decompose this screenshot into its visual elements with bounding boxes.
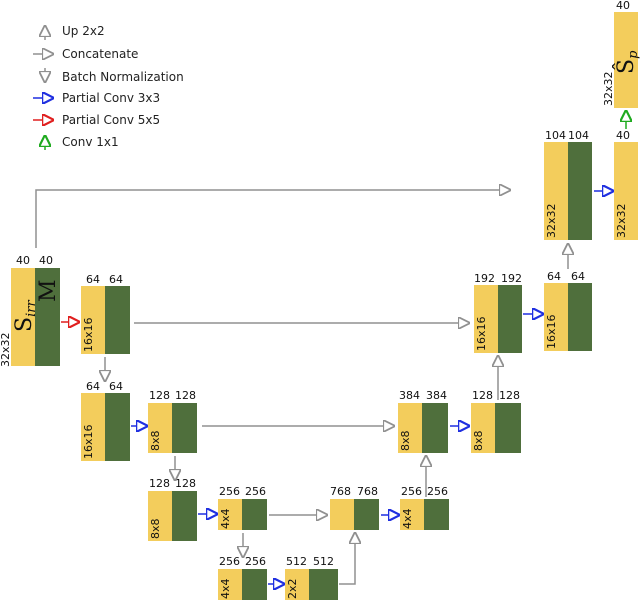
channel-label: 384 [399,389,420,402]
block-dec3: 768 768 [330,485,379,530]
channel-label: 256 [245,485,266,498]
size-label: 32x32 [545,203,558,238]
block-dec1: 192 192 16x16 [474,272,522,353]
input-m-label: M [36,279,61,302]
block-dec3b: 256 256 4x4 [400,485,449,530]
channel-label: 40 [16,254,30,267]
size-label: 4x4 [401,508,414,529]
block-enc2b: 128 128 8x8 [148,477,197,541]
block-enc3: 256 256 4x4 [218,485,267,530]
channel-label: 768 [330,485,351,498]
channel-label: 128 [149,389,170,402]
channel-label: 128 [149,477,170,490]
size-label: 16x16 [82,317,95,352]
legend-label: Conv 1x1 [62,135,119,149]
size-label: 32x32 [602,71,615,106]
block-bottleneck: 512 512 2x2 [285,555,338,600]
size-label: 4x4 [219,508,232,529]
channel-label: 64 [571,270,585,283]
size-label: 8x8 [399,430,412,451]
channel-label: 256 [401,485,422,498]
block-dec1b: 64 64 16x16 [544,270,592,351]
input-s-label: Sirr [12,300,39,332]
size-label: 8x8 [472,430,485,451]
channel-label: 256 [219,485,240,498]
block-output: 40 32x32 Ŝp [602,0,640,108]
up-arrow [339,533,355,585]
channel-label: 384 [426,389,447,402]
size-label: 8x8 [149,430,162,451]
size-label: 4x4 [219,578,232,599]
size-label: 8x8 [149,518,162,539]
channel-label: 128 [499,389,520,402]
size-label: 2x2 [286,578,299,599]
channel-label: 128 [175,477,196,490]
channel-label: 64 [109,273,123,286]
block-enc1b: 64 64 16x16 [81,380,130,461]
channel-label: 40 [616,0,630,12]
concat-arrow [35,190,510,248]
legend-label: Up 2x2 [62,24,105,38]
legend-label: Concatenate [62,47,138,61]
channel-label: 256 [219,555,240,568]
block-enc1: 64 64 16x16 [81,273,130,354]
legend: Up 2x2 Concatenate Batch Normalization P… [33,24,184,150]
channel-label: 192 [501,272,522,285]
block-out-pre: 40 32x32 [614,129,638,240]
output-s-label: Ŝp [612,50,640,74]
channel-label: 64 [109,380,123,393]
size-label: 16x16 [545,314,558,349]
channel-label: 256 [427,485,448,498]
channel-label: 128 [175,389,196,402]
channel-label: 192 [474,272,495,285]
channel-label: 104 [568,129,589,142]
arrows [35,111,626,585]
channel-label: 40 [39,254,53,267]
channel-label: 40 [616,129,630,142]
channel-label: 64 [86,273,100,286]
channel-label: 64 [86,380,100,393]
block-dec2: 384 384 8x8 [398,389,448,453]
block-dec2b: 128 128 8x8 [471,389,521,453]
size-label: 16x16 [475,316,488,351]
channel-label: 64 [547,270,561,283]
channel-label: 104 [545,129,566,142]
channel-label: 128 [472,389,493,402]
block-dec0: 104 104 32x32 [544,129,592,240]
channel-label: 512 [286,555,307,568]
block-enc3b: 256 256 4x4 [218,555,267,600]
legend-label: Partial Conv 5x5 [62,113,160,127]
channel-label: 256 [245,555,266,568]
legend-label: Partial Conv 3x3 [62,91,160,105]
size-label: 32x32 [0,332,12,367]
channel-label: 512 [313,555,334,568]
legend-label: Batch Normalization [62,70,184,84]
size-label: 32x32 [615,203,628,238]
block-enc2: 128 128 8x8 [148,389,197,453]
size-label: 16x16 [82,424,95,459]
input-block: 40 40 32x32 Sirr M [0,254,61,367]
channel-label: 768 [357,485,378,498]
